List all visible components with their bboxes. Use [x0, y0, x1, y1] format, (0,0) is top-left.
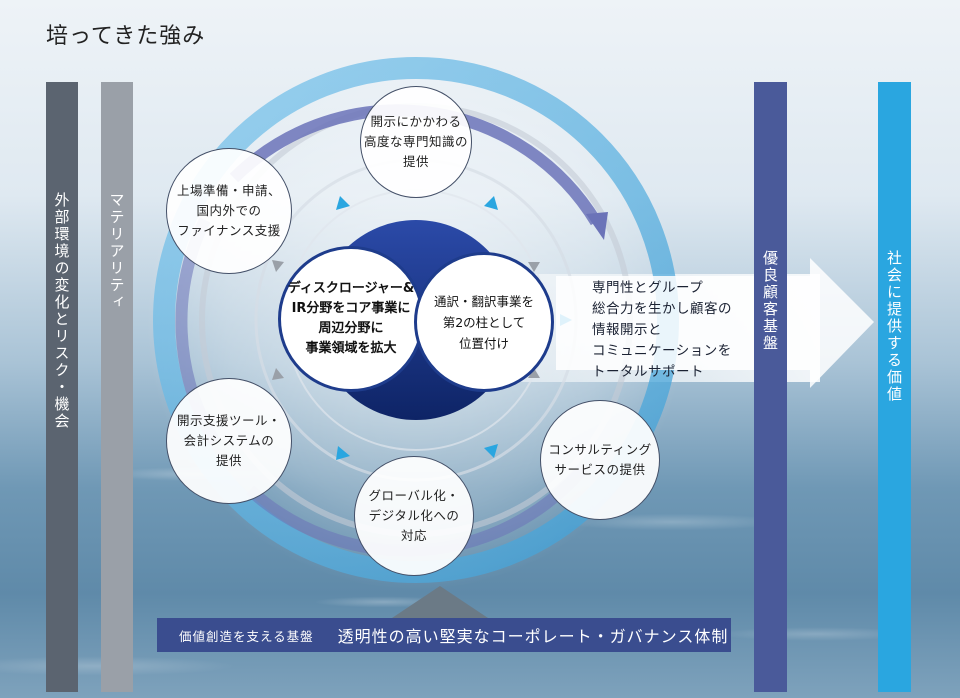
spoke-triangle — [484, 444, 498, 458]
social-value-label: 社会に提供する価値 — [885, 250, 903, 403]
node-text: ファイナンス支援 — [177, 223, 281, 238]
spoke-tick — [272, 260, 284, 272]
node-disclosure-tools: 開示支援ツール・ 会計システムの 提供 — [166, 378, 292, 504]
node-text: 開示支援ツール・ — [176, 413, 281, 428]
foundation-up-arrow — [392, 586, 488, 618]
node-text: 対応 — [400, 528, 427, 543]
external-environment-bar: 外部環境の変化とリスク・機会 — [46, 82, 78, 692]
core-text: 周辺分野に — [318, 321, 384, 336]
node-expert-knowledge: 開示にかかわる 高度な専門知識の 提供 — [360, 86, 472, 198]
core-translation: 通訳・翻訳事業を 第2の柱として 位置付け — [414, 252, 554, 392]
spoke-triangle — [336, 196, 350, 210]
node-text: 国内外での — [196, 203, 262, 218]
node-text: 高度な専門知識の — [363, 134, 468, 149]
core-text: 事業領域を拡大 — [305, 341, 397, 356]
social-value-bar: 社会に提供する価値 — [878, 82, 911, 692]
support-line: コミュニケーションを — [592, 343, 732, 359]
external-environment-label: 外部環境の変化とリスク・機会 — [52, 192, 71, 430]
governance-foundation-bar: 価値創造を支える基盤 透明性の高い堅実なコーポレート・ガバナンス体制 — [157, 618, 731, 652]
spoke-tick — [528, 368, 540, 378]
materiality-bar: マテリアリティ — [101, 82, 133, 692]
node-text: コンサルティング — [548, 442, 652, 457]
customer-base-bar: 優良顧客基盤 — [754, 82, 787, 692]
core-text: 第2の柱として — [442, 314, 526, 330]
value-arrow — [556, 258, 874, 388]
support-line: トータルサポート — [592, 364, 704, 380]
core-text: ディスクロージャー& — [287, 281, 415, 296]
spoke-tick — [272, 368, 284, 380]
cycle-arrowhead-top — [586, 212, 608, 240]
spoke-triangle — [484, 196, 498, 210]
core-text: 位置付け — [458, 335, 509, 351]
spoke-tick — [528, 262, 540, 272]
node-text: デジタル化への — [368, 508, 460, 523]
spoke-triangle — [336, 446, 350, 460]
page-title: 培ってきた強み — [46, 24, 206, 49]
node-text: 上場準備・申請、 — [176, 183, 281, 198]
node-text: グローバル化・ — [368, 488, 460, 503]
customer-base-label: 優良顧客基盤 — [761, 250, 779, 352]
foundation-text: 透明性の高い堅実なコーポレート・ガバナンス体制 — [337, 627, 729, 646]
node-listing-finance-support: 上場準備・申請、 国内外での ファイナンス支援 — [166, 148, 292, 274]
node-text: 会計システムの — [183, 433, 275, 448]
total-support-text: 専門性とグループ 総合力を生かし顧客の 情報開示と コミュニケーションを トータ… — [592, 278, 762, 383]
core-text: 通訳・翻訳事業を — [433, 293, 534, 309]
core-disclosure-ir: ディスクロージャー& IR分野をコア事業に 周辺分野に 事業領域を拡大 — [278, 246, 424, 392]
core-text: IR分野をコア事業に — [291, 301, 411, 316]
support-line: 専門性とグループ — [592, 280, 704, 296]
node-text: サービスの提供 — [554, 462, 646, 477]
support-line: 総合力を生かし顧客の — [592, 301, 732, 317]
node-text: 開示にかかわる — [370, 114, 462, 129]
foundation-label: 価値創造を支える基盤 — [179, 628, 314, 644]
node-global-digital: グローバル化・ デジタル化への 対応 — [354, 456, 474, 576]
node-text: 提供 — [402, 154, 429, 169]
node-text: 提供 — [215, 453, 242, 468]
support-line: 情報開示と — [592, 322, 662, 338]
materiality-label: マテリアリティ — [107, 192, 126, 311]
node-consulting: コンサルティング サービスの提供 — [540, 400, 660, 520]
